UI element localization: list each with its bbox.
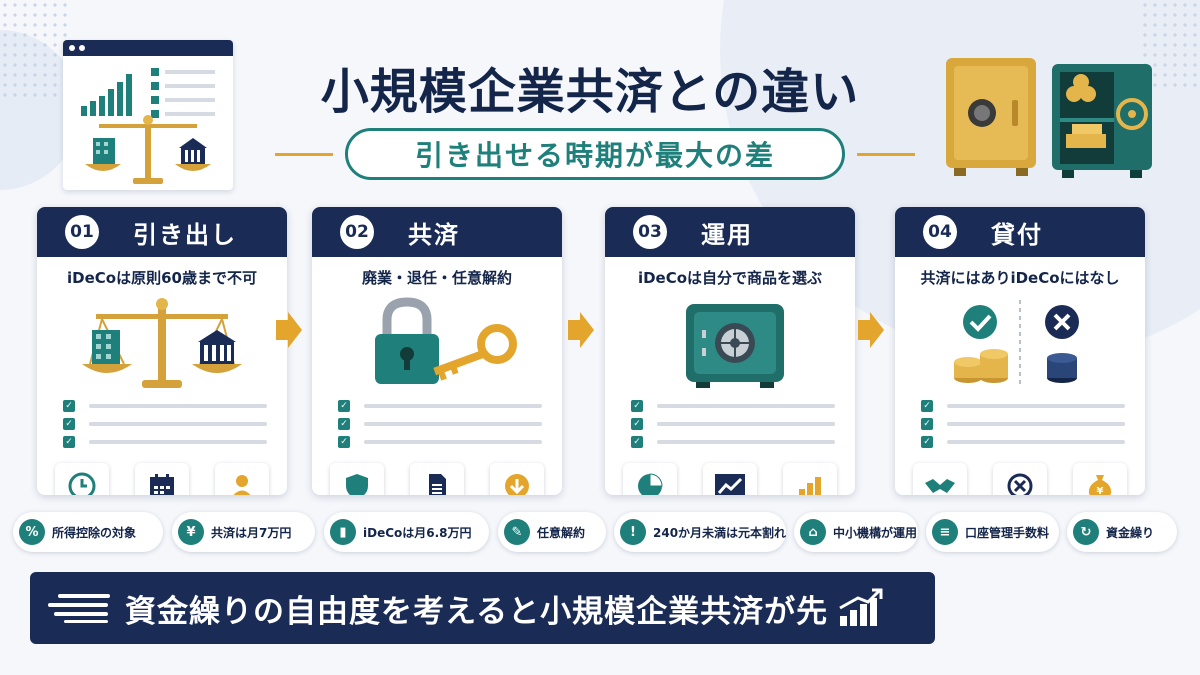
card-header: 02 共済	[312, 207, 562, 257]
checklist: ✓ ✓ ✓	[37, 397, 287, 451]
card-header: 01 引き出し	[37, 207, 287, 257]
download-icon	[490, 463, 544, 495]
bar-chart-icon: ▮	[330, 519, 356, 545]
shield-icon	[330, 463, 384, 495]
card-title: 運用	[701, 220, 753, 249]
scale-icon	[37, 287, 287, 397]
arrow-right-icon	[858, 312, 884, 348]
pie-chart-icon	[623, 463, 677, 495]
chip-account-fee: ≡ 口座管理手数料	[926, 512, 1059, 552]
arrow-right-icon	[568, 312, 594, 348]
card-title: 共済	[408, 220, 460, 249]
page-title: 小規模企業共済との違い	[320, 64, 860, 120]
chip-label: iDeCoは月6.8万円	[363, 525, 472, 540]
chip-label: 240か月未満は元本割れ	[653, 525, 787, 540]
card-title: 貸付	[991, 220, 1043, 249]
chip-voluntary-cancel: ✎ 任意解約	[498, 512, 606, 552]
document-icon	[410, 463, 464, 495]
card-investment: 03 運用 iDeCoは自分で商品を選ぶ ✓ ✓ ✓	[605, 207, 855, 495]
chip-income-deduction: % 所得控除の対象	[13, 512, 163, 552]
conclusion-text: 資金繰りの自由度を考えると小規模企業共済が先	[125, 593, 829, 630]
card-number: 03	[633, 215, 667, 249]
chip-label: 資金繰り	[1106, 525, 1155, 540]
warning-icon: !	[620, 519, 646, 545]
svg-text:¥: ¥	[1097, 486, 1104, 495]
check-icon: ✓	[921, 400, 933, 412]
check-icon: ✓	[63, 400, 75, 412]
check-icon: ✓	[631, 436, 643, 448]
card-description: 共済にはありiDeCoにはなし	[920, 269, 1120, 287]
check-icon: ✓	[921, 436, 933, 448]
conclusion-banner: 資金繰りの自由度を考えると小規模企業共済が先	[30, 572, 935, 644]
chip-label: 所得控除の対象	[52, 525, 137, 540]
line-chart-icon	[703, 463, 757, 495]
check-icon: ✓	[338, 400, 350, 412]
bank-icon: ⌂	[800, 519, 826, 545]
safe-icon	[605, 287, 855, 397]
chip-label: 共済は月7万円	[211, 525, 292, 540]
card-kyosai: 02 共済 廃業・退任・任意解約 ✓ ✓ ✓	[312, 207, 562, 495]
card-number: 02	[340, 215, 374, 249]
growth-chart-icon	[839, 588, 883, 626]
document-icon: ≡	[932, 519, 958, 545]
person-icon	[215, 463, 269, 495]
chip-label: 中小機構が運用	[833, 525, 918, 540]
safes-icon	[946, 58, 1152, 178]
check-icon: ✓	[631, 418, 643, 430]
check-icon: ✓	[338, 418, 350, 430]
card-header: 03 運用	[605, 207, 855, 257]
money-bag-icon: ¥	[1073, 463, 1127, 495]
card-loan: 04 貸付 共済にはありiDeCoにはなし ✓ ✓ ✓ ¥	[895, 207, 1145, 495]
checklist: ✓ ✓ ✓	[605, 397, 855, 451]
header-illustration	[63, 40, 233, 190]
chip-label: 口座管理手数料	[965, 525, 1050, 540]
chip-ideco-monthly: ▮ iDeCoは月6.8万円	[324, 512, 489, 552]
edit-document-icon: ✎	[504, 519, 530, 545]
subtitle-right-line	[857, 152, 915, 156]
card-description: iDeCoは自分で商品を選ぶ	[637, 269, 823, 287]
speed-lines-icon	[48, 594, 110, 623]
subtitle-block: 引き出せる時期が最大の差	[275, 128, 915, 180]
handshake-icon	[913, 463, 967, 495]
card-number: 01	[65, 215, 99, 249]
check-cross-coins-icon	[895, 287, 1145, 397]
check-icon: ✓	[338, 436, 350, 448]
check-icon: ✓	[63, 436, 75, 448]
clock-icon	[55, 463, 109, 495]
card-header: 04 貸付	[895, 207, 1145, 257]
checklist: ✓ ✓ ✓	[312, 397, 562, 451]
yen-icon: ¥	[178, 519, 204, 545]
padlock-key-icon	[312, 287, 562, 397]
check-icon: ✓	[631, 400, 643, 412]
check-icon: ✓	[63, 418, 75, 430]
chip-smrj-managed: ⌂ 中小機構が運用	[794, 512, 918, 552]
chip-cash-flow: ↻ 資金繰り	[1067, 512, 1177, 552]
chip-principal-loss: ! 240か月未満は元本割れ	[614, 512, 786, 552]
chip-label: 任意解約	[537, 525, 586, 540]
card-title: 引き出し	[133, 220, 237, 249]
calendar-icon	[135, 463, 189, 495]
scale-chart-icon	[81, 68, 215, 184]
card-number: 04	[923, 215, 957, 249]
card-description: 廃業・退任・任意解約	[361, 269, 512, 287]
card-description: iDeCoは原則60歳まで不可	[67, 269, 257, 287]
chip-kyosai-monthly: ¥ 共済は月7万円	[172, 512, 315, 552]
checklist: ✓ ✓ ✓	[895, 397, 1145, 451]
circle-x-icon	[993, 463, 1047, 495]
subtitle-left-line	[275, 152, 333, 156]
percent-icon: %	[19, 519, 45, 545]
check-icon: ✓	[921, 418, 933, 430]
page-subtitle: 引き出せる時期が最大の差	[345, 128, 845, 180]
refresh-icon: ↻	[1073, 519, 1099, 545]
card-withdrawal: 01 引き出し iDeCoは原則60歳まで不可 ✓ ✓ ✓	[37, 207, 287, 495]
arrow-right-icon	[276, 312, 302, 348]
bar-chart-icon	[783, 463, 837, 495]
